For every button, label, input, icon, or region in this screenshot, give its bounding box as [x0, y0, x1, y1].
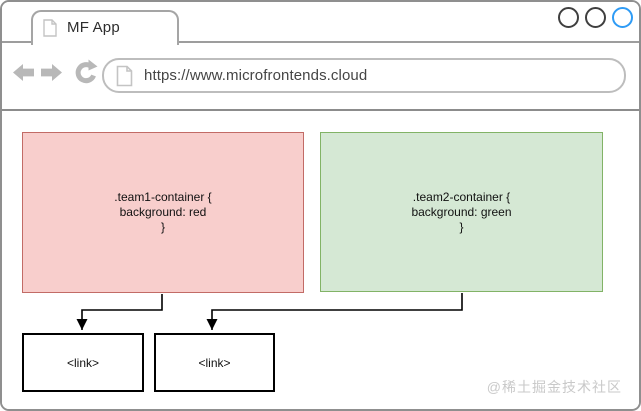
- link-node-1: <link>: [22, 333, 144, 392]
- team1-container-box: .team1-container { background: red }: [22, 132, 304, 293]
- url-text: https://www.microfrontends.cloud: [144, 67, 368, 84]
- team1-css-line: .team1-container {: [114, 190, 212, 204]
- refresh-icon[interactable]: [73, 59, 99, 85]
- team1-css-line: background: red: [119, 205, 207, 219]
- team2-css-line: }: [459, 219, 464, 234]
- back-arrow-icon[interactable]: [12, 61, 35, 84]
- link-node-label: <link>: [198, 355, 231, 370]
- window-circle-1[interactable]: [558, 7, 579, 28]
- browser-toolbar: https://www.microfrontends.cloud: [2, 43, 639, 111]
- window-circle-3[interactable]: [612, 7, 633, 28]
- watermark-text: @稀土掘金技术社区: [486, 379, 622, 395]
- link-node-label: <link>: [66, 355, 100, 370]
- tab-title: MF App: [67, 19, 120, 36]
- nav-buttons: [12, 59, 99, 85]
- document-icon: [116, 65, 133, 87]
- tab-mf-app[interactable]: MF App: [31, 10, 179, 45]
- team1-css-line: }: [160, 220, 165, 234]
- team2-css-line: .team2-container {: [412, 189, 511, 204]
- team2-css-line: background: green: [411, 204, 512, 219]
- window-circle-2[interactable]: [585, 7, 606, 28]
- link-node-2: <link>: [154, 333, 275, 392]
- document-icon: [43, 18, 57, 37]
- address-bar[interactable]: https://www.microfrontends.cloud: [102, 58, 626, 93]
- tab-bar: MF App: [2, 2, 639, 45]
- team2-container-box: .team2-container { background: green }: [320, 132, 603, 292]
- forward-arrow-icon[interactable]: [40, 61, 63, 84]
- window-controls: [558, 7, 633, 28]
